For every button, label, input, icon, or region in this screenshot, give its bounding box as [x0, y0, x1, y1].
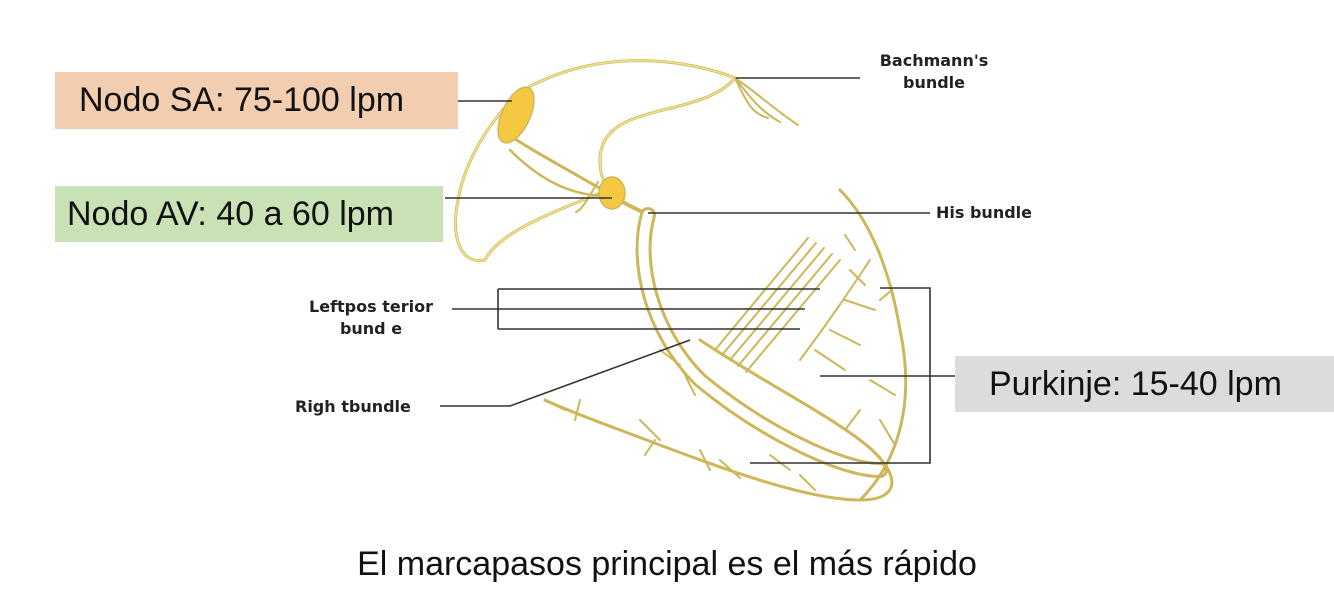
right-bundle-label: Righ tbundle	[295, 397, 411, 416]
right-bundle-leader	[440, 339, 691, 407]
left-posterior-label-line2: bund e	[339, 319, 403, 338]
his-bundle-label: His bundle	[936, 203, 1032, 222]
septal-band	[635, 207, 888, 478]
left-posterior-bracket	[497, 288, 820, 330]
av-node-shape	[598, 176, 626, 210]
sa-node-box: Nodo SA: 75-100 lpm	[55, 72, 458, 129]
left-posterior-label-line1: Leftpos terior	[309, 297, 433, 316]
bachmann-label-line2: bundle	[902, 73, 966, 92]
caption: El marcapasos principal es el más rápido	[357, 545, 977, 583]
bachmann-label: Bachmann's bundle	[864, 50, 1004, 94]
bachmann-label-line1: Bachmann's	[879, 51, 989, 70]
left-posterior-label: Leftpos terior bund e	[296, 296, 446, 340]
av-node-box: Nodo AV: 40 a 60 lpm	[55, 186, 443, 242]
sa-node-shape	[497, 86, 535, 144]
purkinje-box: Purkinje: 15-40 lpm	[955, 356, 1334, 412]
ventricle-outline	[543, 398, 862, 502]
atrial-loop	[454, 59, 737, 263]
